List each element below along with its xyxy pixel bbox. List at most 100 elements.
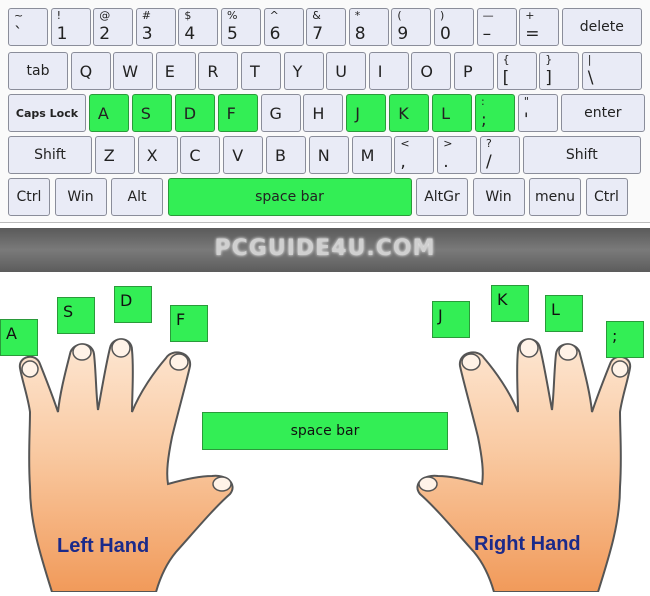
- key-b: B: [266, 136, 306, 174]
- key-label: Shift: [565, 147, 598, 163]
- key-altgr: AltGr: [416, 178, 468, 216]
- watermark-text: PCGUIDE4U.COM: [214, 236, 436, 261]
- key-equals: +=: [519, 8, 560, 46]
- key-label: Y: [292, 61, 303, 81]
- key-0: )0: [434, 8, 474, 46]
- key-base-symbol: 4: [184, 24, 196, 44]
- key-delete: delete: [561, 8, 642, 46]
- key-label: S: [140, 103, 151, 123]
- key-slash: ?/: [480, 136, 520, 174]
- key-r: R: [198, 52, 239, 90]
- key-rctrl: Ctrl: [585, 178, 628, 216]
- key-tilde: ~`: [8, 8, 48, 46]
- key-x: X: [137, 136, 178, 174]
- key-label: E: [164, 61, 175, 81]
- key-label: Ctrl: [16, 189, 42, 205]
- key-label: delete: [579, 19, 624, 35]
- key-capslock: Caps Lock: [8, 94, 86, 132]
- key-v: V: [223, 136, 264, 174]
- key-base-symbol: ;: [481, 110, 487, 130]
- key-label: N: [317, 145, 330, 165]
- key-4: $4: [178, 8, 219, 46]
- key-base-symbol: 7: [312, 24, 324, 44]
- key-label: R: [207, 61, 219, 81]
- key-label: AltGr: [424, 189, 460, 205]
- key-shift-symbol: *: [354, 9, 361, 22]
- key-label: Win: [67, 189, 94, 205]
- key-p: P: [454, 52, 494, 90]
- space-bar-illustration: space bar: [202, 412, 448, 450]
- key-label: enter: [584, 105, 622, 121]
- key-lctrl: Ctrl: [8, 178, 50, 216]
- key-base-symbol: 0: [440, 24, 451, 44]
- key-period: >.: [437, 136, 478, 174]
- right-pinky-key-semicolon: ;: [606, 321, 644, 358]
- key-label: Q: [79, 61, 93, 81]
- key-label: Alt: [127, 189, 147, 205]
- left-hand-label: Left Hand: [57, 535, 150, 557]
- key-base-symbol: 2: [99, 24, 111, 44]
- key-n: N: [308, 136, 349, 174]
- key-label: L: [441, 103, 451, 123]
- key-w: W: [113, 52, 154, 90]
- key-base-symbol: /: [486, 152, 492, 172]
- key-9: (9: [391, 8, 432, 46]
- left-hand: [18, 338, 234, 593]
- key-menu: menu: [529, 178, 581, 216]
- key-base-symbol: 1: [56, 24, 68, 44]
- key-space: space bar: [167, 178, 412, 216]
- hands-illustration: A S D F J K L ; Left Hand Right Hand: [0, 272, 650, 593]
- key-k: K: [389, 94, 430, 132]
- right-ring-key-l: L: [545, 295, 583, 332]
- key-shift-symbol: %: [227, 9, 238, 22]
- key-a: A: [88, 94, 129, 132]
- key-t: T: [241, 52, 281, 90]
- key-label: tab: [26, 63, 50, 79]
- key-l: L: [432, 94, 473, 132]
- key-label: A: [97, 103, 109, 123]
- key-rwin: Win: [472, 178, 525, 216]
- key-rbracket: }]: [539, 52, 580, 90]
- key-base-symbol: 5: [227, 24, 238, 44]
- key-shift-symbol: !: [56, 9, 62, 22]
- key-label: Caps Lock: [15, 106, 79, 120]
- key-label: Win: [485, 189, 512, 205]
- key-label: menu: [535, 189, 575, 205]
- key-shift-symbol: }: [545, 53, 553, 66]
- key-label: W: [122, 61, 139, 81]
- key-base-symbol: `: [14, 24, 23, 44]
- key-label: F: [226, 103, 236, 123]
- key-label: O: [420, 61, 433, 81]
- key-label: Z: [103, 145, 115, 165]
- key-tab: tab: [8, 52, 68, 90]
- key-g: G: [260, 94, 301, 132]
- key-lshift: Shift: [8, 136, 92, 174]
- key-base-symbol: –: [482, 24, 492, 44]
- key-shift-symbol: ": [523, 95, 529, 108]
- key-label: C: [189, 145, 201, 165]
- key-shift-symbol: +: [525, 9, 535, 22]
- key-base-symbol: 3: [141, 24, 153, 44]
- key-2: @2: [93, 8, 134, 46]
- key-base-symbol: .: [443, 152, 449, 172]
- key-label: X: [146, 145, 158, 165]
- key-lbracket: {[: [496, 52, 537, 90]
- key-label: I: [377, 61, 383, 81]
- hands-svg: [18, 338, 632, 593]
- key-d: D: [174, 94, 215, 132]
- key-shift-symbol: (: [397, 9, 402, 22]
- key-quote: "': [517, 94, 558, 132]
- left-middle-key-d: D: [114, 286, 152, 323]
- key-y: Y: [283, 52, 324, 90]
- key-label: U: [335, 61, 347, 81]
- key-label: G: [269, 103, 282, 123]
- key-label: M: [360, 145, 375, 165]
- key-minus: —–: [476, 8, 517, 46]
- watermark-banner: PCGUIDE4U.COM: [0, 228, 650, 272]
- key-label: Ctrl: [594, 189, 619, 205]
- key-shift-symbol: >: [443, 137, 453, 150]
- right-hand-label: Right Hand: [474, 533, 581, 555]
- key-comma: <,: [394, 136, 435, 174]
- key-shift-symbol: $: [184, 9, 192, 22]
